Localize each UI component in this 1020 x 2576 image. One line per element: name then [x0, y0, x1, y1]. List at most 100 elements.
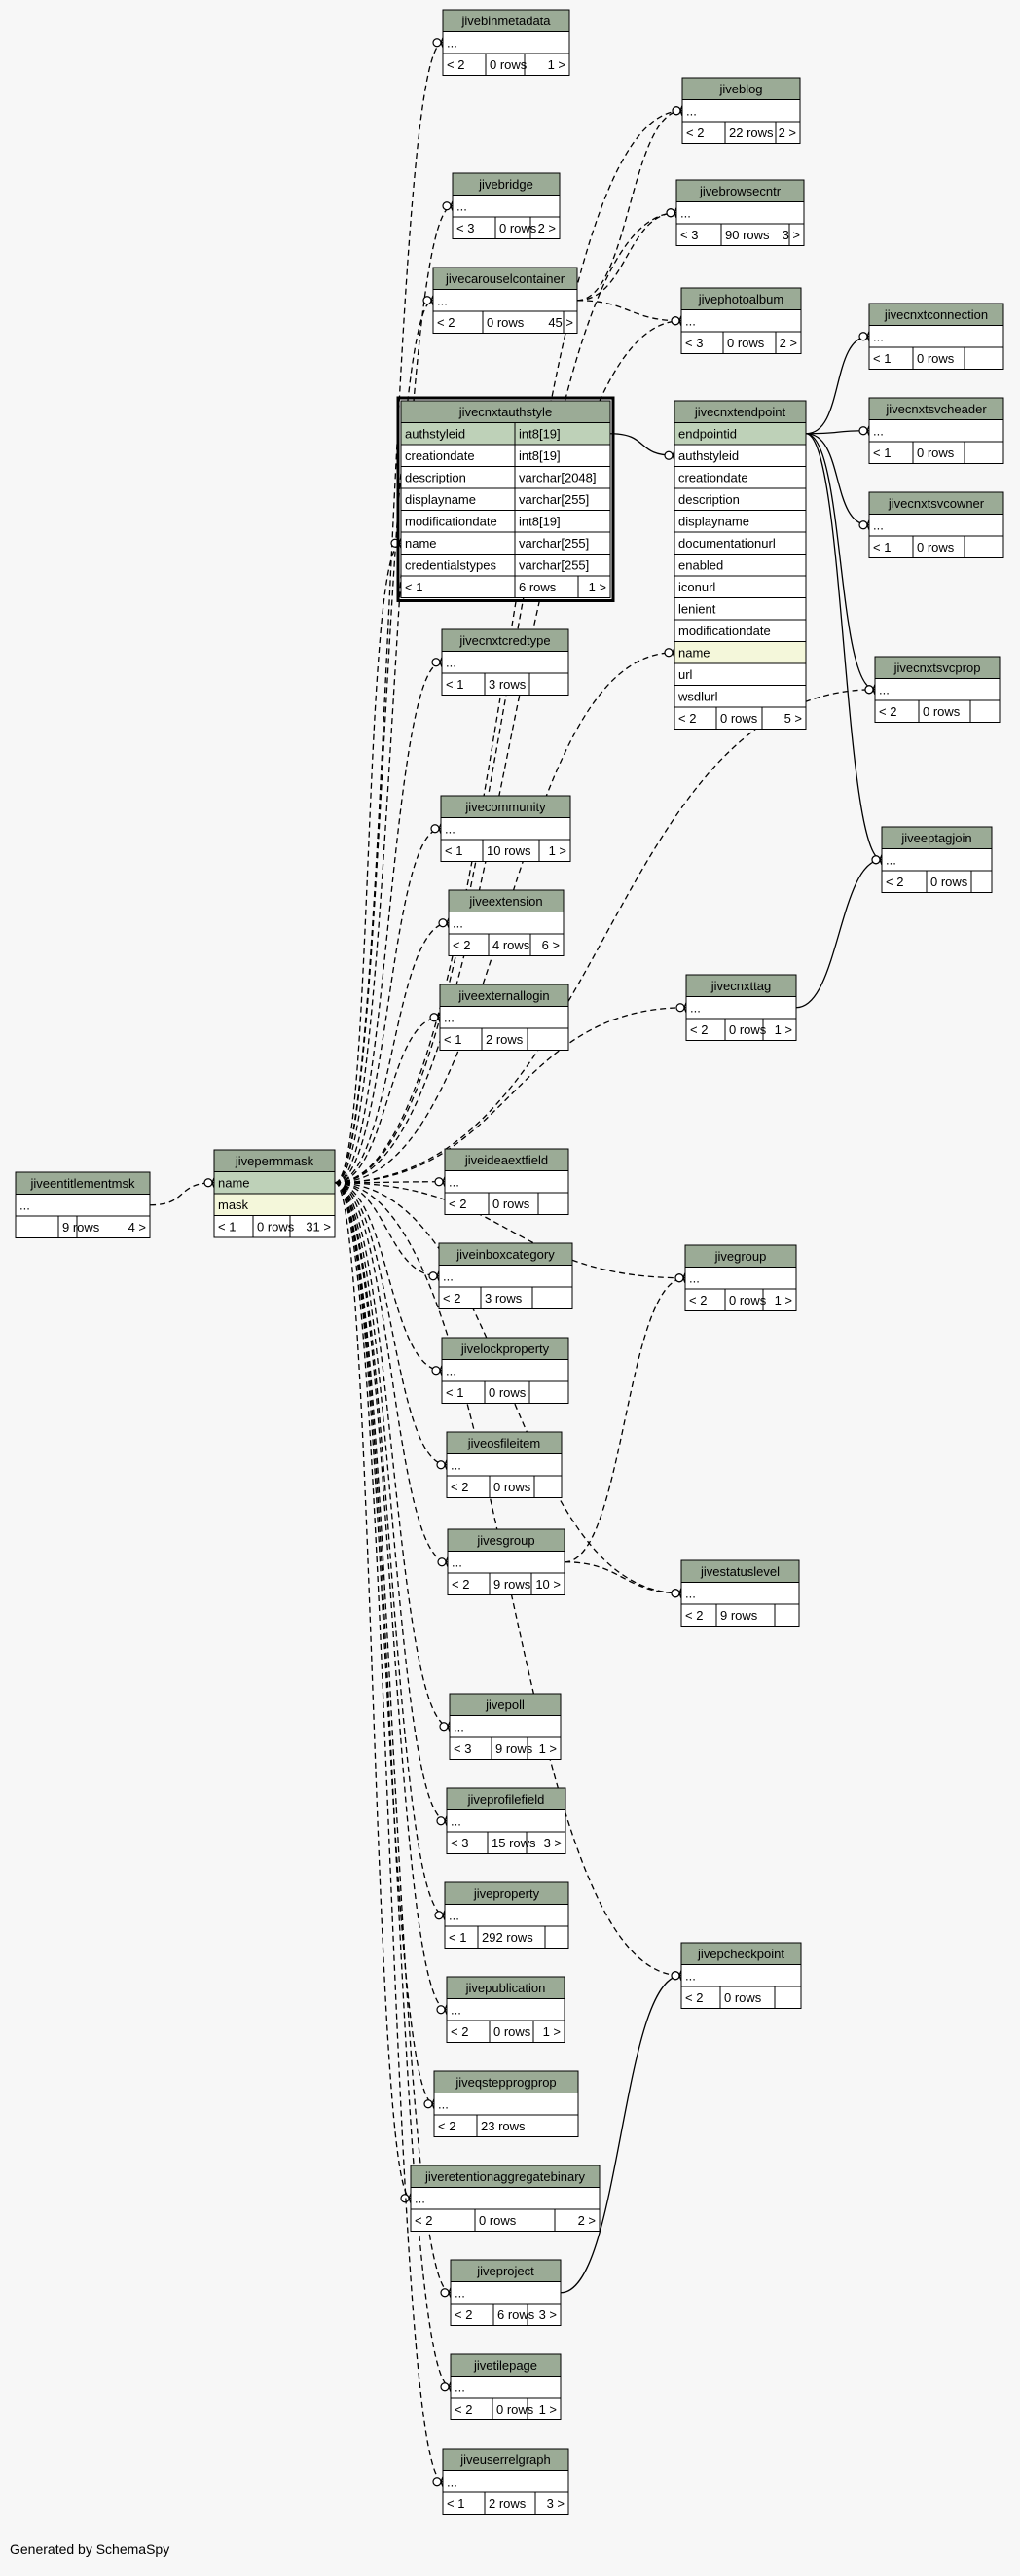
stats-row: [441, 672, 569, 696]
table-name: jiveretentionaggregatebinary: [424, 2169, 586, 2184]
column-name: ...: [886, 853, 896, 868]
line-carousel-browsecntr: [576, 212, 677, 302]
parent-count: < 2: [438, 2119, 455, 2133]
stats-row: [432, 310, 578, 334]
optional-marker: [423, 2099, 433, 2109]
optional-marker: [671, 1971, 680, 1981]
stats-row: [681, 121, 801, 144]
optional-marker: [664, 648, 674, 658]
stats-row: [881, 870, 993, 893]
row-count: 23 rows: [481, 2119, 526, 2133]
column-name: ...: [443, 1270, 454, 1284]
row-count: 6 rows: [497, 2308, 535, 2322]
line-permmask-jivebinmetadata: [334, 42, 444, 1184]
line-carousel-photoalbum: [576, 300, 682, 322]
parent-count: < 2: [455, 2402, 472, 2416]
optional-marker: [440, 2288, 450, 2298]
stats-row: [680, 331, 802, 354]
column-name: ...: [873, 330, 884, 344]
column-row: [433, 2093, 579, 2116]
line-permmask-jivecarouselcontainer: [334, 300, 434, 1184]
row-count: 0 rows: [479, 2213, 517, 2228]
column-row: [440, 817, 571, 841]
table-name: jiveexternallogin: [457, 988, 549, 1003]
stats-row: [439, 1027, 569, 1051]
optional-marker: [438, 918, 448, 928]
column-name: endpointid: [678, 427, 737, 442]
optional-marker: [664, 450, 674, 460]
line-permmask-jivecnxttag: [334, 1007, 687, 1184]
stats-row: [674, 706, 807, 730]
column-row: [441, 651, 569, 674]
line-endpoint-jivecnxtsvcprop: [805, 433, 876, 691]
row-count: 0 rows: [499, 221, 537, 235]
column-type: varchar[255]: [519, 492, 589, 507]
column-row: [446, 1453, 563, 1477]
line-carousel-blog: [576, 110, 683, 302]
parent-count: < 2: [690, 1022, 708, 1037]
parent-count: < 2: [443, 1291, 460, 1306]
column-row: [438, 1265, 573, 1288]
optional-marker: [422, 296, 432, 305]
table-name: jivecarouselcontainer: [445, 271, 565, 286]
stats-row: [440, 839, 571, 862]
column-row: [442, 2470, 569, 2493]
table-name: jivepoll: [485, 1698, 525, 1712]
optional-marker: [431, 1366, 441, 1376]
table-name: jivegroup: [714, 1249, 767, 1264]
line-permmask-jivepoll: [334, 1182, 451, 1728]
table-name: jiveproperty: [473, 1886, 540, 1901]
parent-count: < 1: [447, 2496, 464, 2511]
column-row: [680, 1964, 802, 1987]
child-count: 1 >: [589, 580, 606, 594]
parent-count: < 2: [689, 1293, 707, 1307]
child-count: 1 >: [775, 1022, 792, 1037]
generated-by-footer: Generated by SchemaSpy: [10, 2541, 170, 2557]
column-name: mask: [218, 1198, 249, 1212]
table-jivecnxtendpoint[interactable]: jivecnxtendpointendpointidauthstyleidcre…: [674, 400, 807, 730]
optional-marker: [858, 332, 868, 341]
stats-row: [868, 346, 1004, 370]
line-permmask-jivetilepage: [334, 1182, 452, 2388]
parent-count: < 2: [451, 1480, 468, 1494]
table-name: jivecnxtauthstyle: [458, 405, 552, 419]
row-count: 9 rows: [720, 1608, 758, 1623]
column-type: varchar[255]: [519, 558, 589, 573]
